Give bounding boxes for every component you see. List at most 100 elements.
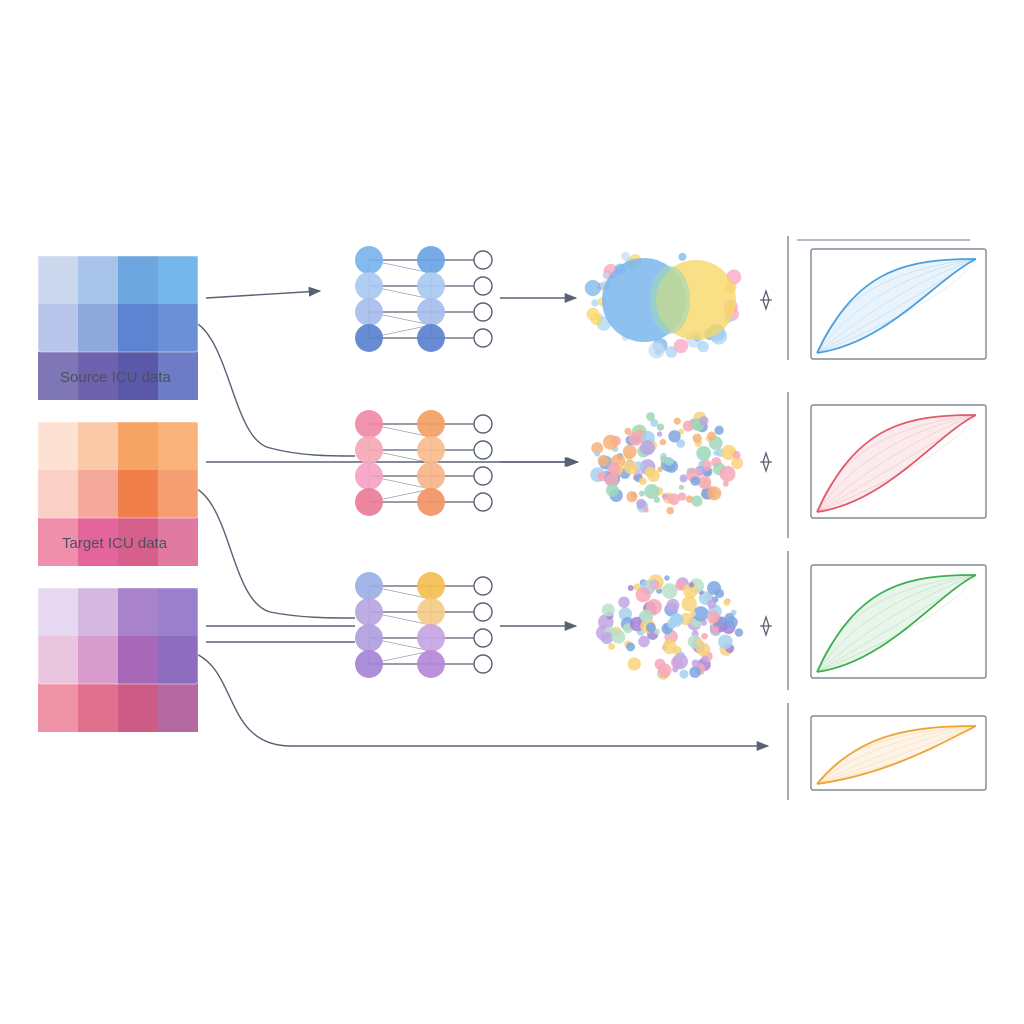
- output-node: [473, 576, 493, 596]
- plot-hatch: [816, 574, 977, 673]
- connectors: [181, 286, 770, 752]
- data-grid-target: [37, 421, 199, 566]
- grid-cell: [78, 352, 118, 400]
- grid-cell: [38, 518, 78, 566]
- plot-hatch: [816, 414, 977, 513]
- plot-red: [787, 392, 987, 538]
- cluster-dot: [689, 610, 697, 617]
- cluster-dot: [601, 603, 615, 617]
- cluster-dot: [622, 444, 637, 459]
- cluster-dot: [707, 599, 717, 609]
- cluster-dot: [662, 639, 677, 655]
- cluster-dot: [668, 458, 675, 465]
- network-node: [417, 298, 445, 326]
- cluster-dot: [661, 583, 678, 599]
- cluster-dot: [663, 493, 670, 500]
- plot-curve-upper: [816, 725, 977, 785]
- cluster-dot: [649, 580, 657, 587]
- output-node: [473, 602, 493, 622]
- network-node: [417, 272, 445, 300]
- cluster-dot: [676, 439, 686, 448]
- cluster-dot: [628, 431, 643, 446]
- cluster-dot: [719, 619, 726, 625]
- plot-blue: [787, 236, 987, 360]
- grid-cell: [118, 518, 158, 566]
- cluster-dot: [672, 666, 679, 673]
- plot-hatch: [816, 258, 977, 354]
- cluster-dot: [600, 631, 613, 645]
- network-node: [355, 488, 383, 516]
- cluster-dot: [639, 440, 655, 456]
- cluster-dot: [707, 486, 722, 501]
- grid-cell: [38, 422, 78, 470]
- cluster-dot: [725, 616, 738, 629]
- cluster-dot: [668, 493, 680, 506]
- network-node: [355, 436, 383, 464]
- cluster-dot: [597, 454, 610, 467]
- cluster-dot: [702, 654, 709, 662]
- plot-curve-upper: [816, 574, 977, 673]
- cluster-dot: [701, 632, 708, 640]
- cluster-dot: [656, 431, 663, 437]
- cluster-dot: [626, 491, 638, 503]
- neural-networks: [355, 246, 493, 678]
- grid-cell: [38, 304, 78, 352]
- curved-connector: [181, 317, 356, 457]
- source-icu-data-label: Source ICU data: [60, 369, 171, 386]
- network-node: [417, 650, 445, 678]
- cluster-dot: [697, 340, 709, 353]
- curved-connector: [183, 649, 770, 752]
- network-node: [417, 488, 445, 516]
- network-node: [417, 436, 445, 464]
- plot-hatch: [816, 725, 977, 785]
- data-grid-mixed: [37, 587, 199, 732]
- plot-curve-lower: [816, 725, 977, 785]
- cluster-dot: [604, 473, 619, 487]
- plot-frame: [810, 564, 987, 679]
- cluster-dot: [682, 420, 694, 432]
- grid-cell: [158, 256, 198, 304]
- grid-cell: [78, 304, 118, 352]
- cluster-dot: [718, 634, 733, 650]
- grid-cell: [158, 304, 198, 352]
- cluster-dot: [719, 465, 736, 482]
- cluster-dot: [636, 498, 647, 509]
- plot-orange: [787, 703, 987, 800]
- grid-cell: [158, 518, 198, 566]
- cluster-dot: [731, 457, 744, 470]
- grid-cell: [118, 304, 158, 352]
- cluster-dot: [605, 483, 619, 497]
- network-node: [355, 624, 383, 652]
- network-blue: [355, 246, 493, 352]
- cluster-dot: [591, 299, 599, 307]
- feature-clusters: [584, 251, 772, 680]
- cluster-dot: [665, 346, 678, 358]
- cluster-dot: [608, 643, 616, 650]
- plot-hatch: [816, 725, 977, 785]
- plot-hatch: [816, 414, 977, 513]
- cluster-dot: [607, 462, 621, 475]
- grid-cell: [38, 352, 78, 400]
- cluster-dot: [696, 446, 712, 461]
- cluster-dot: [646, 412, 656, 421]
- grid-cell: [78, 470, 118, 518]
- cluster-dot: [623, 460, 638, 475]
- output-node: [473, 654, 493, 674]
- network-node: [355, 572, 383, 600]
- grid-border: [37, 587, 199, 685]
- cluster-dot: [666, 598, 680, 612]
- cluster-dot: [691, 659, 700, 668]
- grid-cell: [38, 256, 78, 304]
- plot-band: [817, 415, 976, 512]
- cluster-dot: [621, 251, 630, 261]
- cluster-dot: [659, 438, 667, 446]
- cluster-dot: [653, 496, 661, 503]
- plot-curve-lower: [816, 574, 977, 673]
- grid-cell: [118, 256, 158, 304]
- plot-hatch: [816, 258, 977, 354]
- arrow-connector: [205, 286, 322, 299]
- cluster-dot: [723, 599, 730, 606]
- plot-band: [817, 575, 976, 672]
- grid-cell: [38, 636, 78, 684]
